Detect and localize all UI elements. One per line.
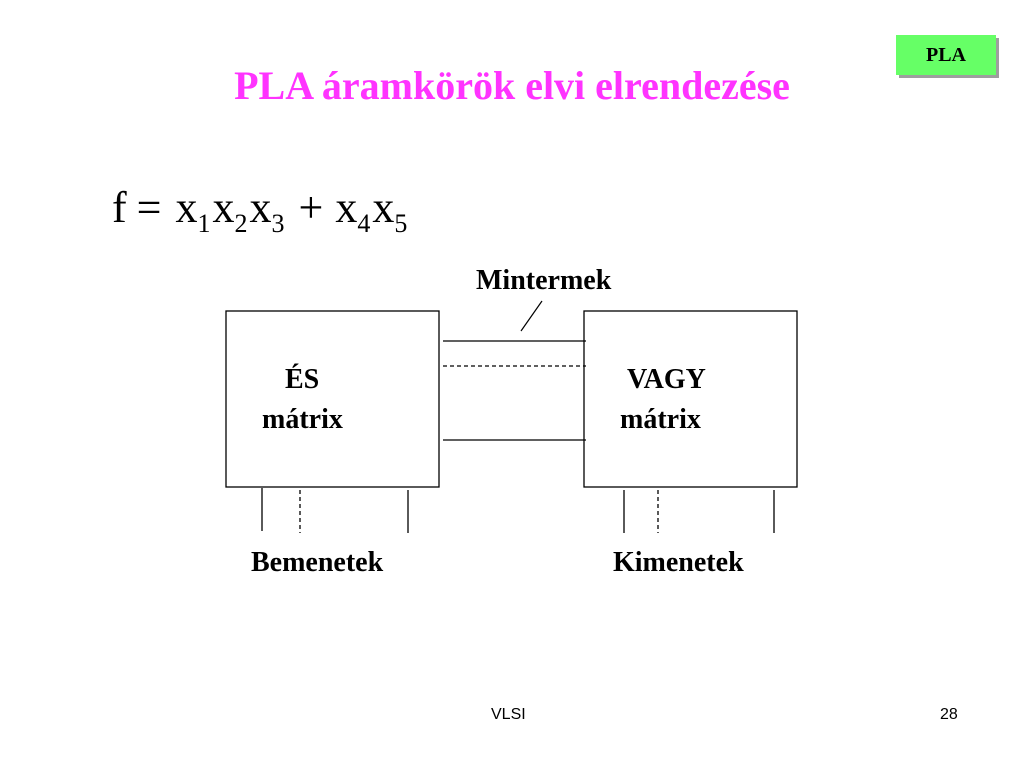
formula-var-x1: x [175,183,198,232]
boolean-formula: f=x1x2x3+x4x5 [112,178,409,238]
footer-course: VLSI [491,706,526,723]
minterm-pointer [520,300,543,332]
formula-sub-4: 4 [357,209,371,238]
formula-equals: = [136,183,162,232]
section-badge-label: PLA [926,43,966,66]
formula-sub-1: 1 [197,209,211,238]
formula-sub-5: 5 [394,209,408,238]
and-matrix-label-line2: mátrix [262,404,343,435]
inputs-label: Bemenetek [251,547,384,578]
and-matrix-label-line1: ÉS [285,364,320,395]
and-matrix-box [225,310,440,488]
outputs-label: Kimenetek [613,547,744,578]
minterms-label: Mintermek [476,265,612,296]
section-badge: PLA [896,35,996,75]
or-matrix-box [583,310,798,488]
formula-var-x3: x [249,183,272,232]
formula-sub-3: 3 [271,209,285,238]
slide-title: PLA áramkörök elvi elrendezése [234,63,790,108]
formula-var-x4: x [335,183,358,232]
formula-output-f: f [112,183,127,232]
footer-page-number: 28 [940,706,958,723]
or-matrix-label-line2: mátrix [620,404,701,435]
formula-var-x2: x [212,183,235,232]
formula-sub-2: 2 [234,209,248,238]
formula-plus: + [298,183,324,232]
or-matrix-label-line1: VAGY [627,364,706,395]
formula-var-x5: x [372,183,395,232]
